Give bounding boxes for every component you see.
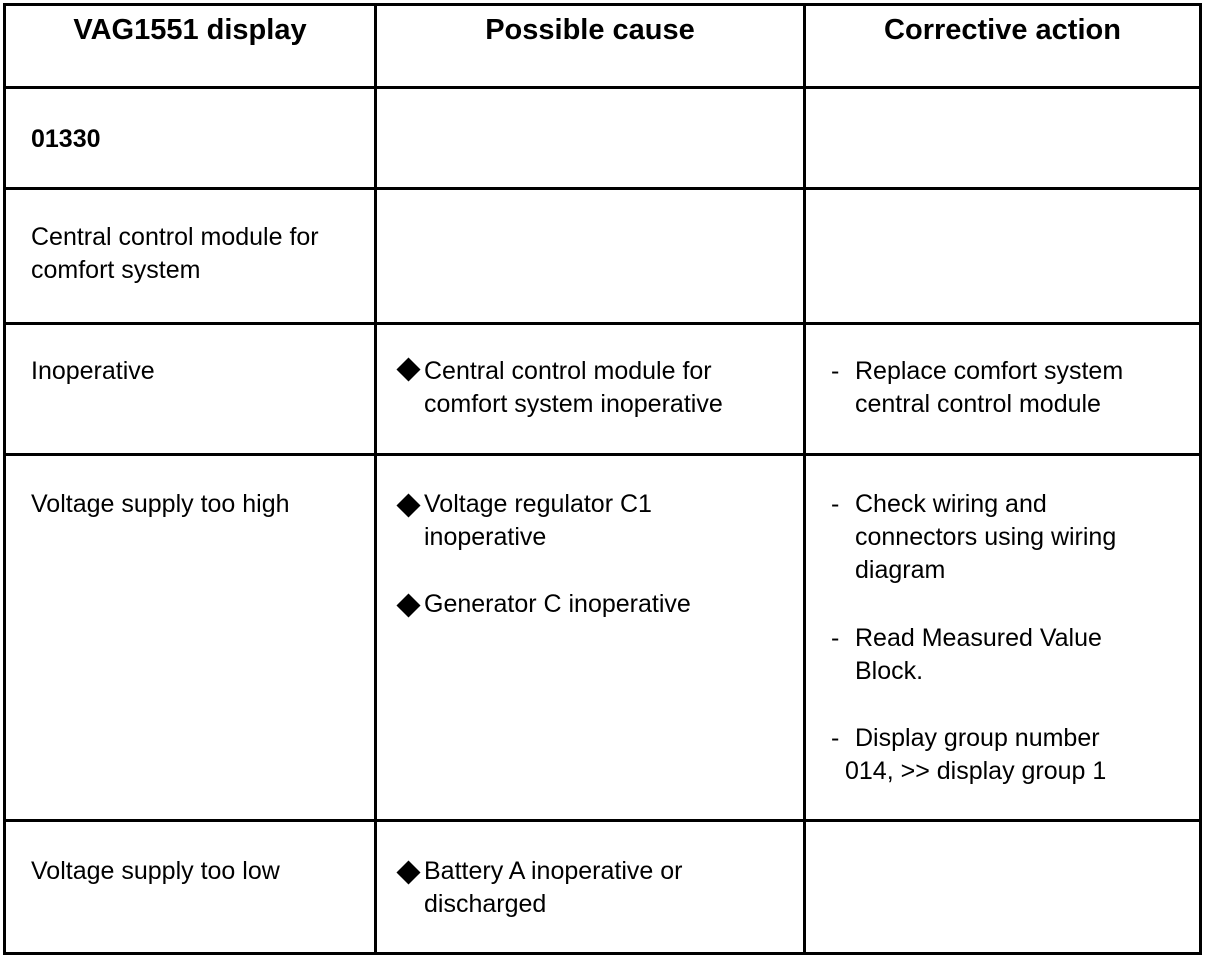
- row-divider: [6, 322, 1199, 325]
- action-line: Display group number: [855, 724, 1100, 752]
- header-vag1551-display: VAG1551 display: [73, 14, 307, 46]
- diamond-bullet-icon: [396, 493, 421, 518]
- fault-voltage-too-high: Voltage supply too high: [31, 490, 290, 518]
- header-possible-cause: Possible cause: [485, 14, 695, 46]
- row-divider: [6, 453, 1199, 456]
- row-divider: [6, 86, 1199, 89]
- dash-bullet: -: [831, 624, 840, 652]
- action-line: Check wiring and: [855, 490, 1047, 518]
- action-line: Read Measured Value: [855, 624, 1102, 652]
- row-divider: [6, 187, 1199, 190]
- component-name-line: comfort system: [31, 256, 201, 284]
- dash-bullet: -: [831, 490, 840, 518]
- component-name: Central control module for comfort syste…: [31, 221, 319, 287]
- cause-line: Battery A inoperative or: [424, 857, 683, 885]
- cause-line: Central control module for: [424, 357, 712, 385]
- fault-voltage-too-low: Voltage supply too low: [31, 857, 280, 885]
- dash-bullet: -: [831, 724, 840, 752]
- row-divider: [6, 819, 1199, 822]
- column-divider: [374, 6, 377, 952]
- action-line: central control module: [855, 390, 1101, 418]
- action-line: Replace comfort system: [855, 357, 1124, 385]
- dash-bullet: -: [831, 357, 840, 385]
- cause-line: inoperative: [424, 523, 547, 551]
- action-line: Block.: [855, 657, 924, 685]
- fault-code: 01330: [31, 125, 101, 153]
- action-line: diagram: [855, 556, 946, 584]
- cause-line: Voltage regulator C1: [424, 490, 652, 518]
- diagnostic-table: VAG1551 display Possible cause Correctiv…: [3, 3, 1202, 955]
- cause-line: comfort system inoperative: [424, 390, 723, 418]
- fault-inoperative: Inoperative: [31, 357, 155, 385]
- header-corrective-action: Corrective action: [884, 14, 1121, 46]
- diamond-bullet-icon: [396, 860, 421, 885]
- action-line: 014, >> display group 1: [845, 757, 1107, 785]
- diamond-bullet-icon: [396, 357, 421, 382]
- column-divider: [803, 6, 806, 952]
- action-line: connectors using wiring: [855, 523, 1117, 551]
- cause-line: discharged: [424, 890, 547, 918]
- component-name-line: Central control module for: [31, 223, 319, 251]
- cause-line: Generator C inoperative: [424, 590, 691, 618]
- diamond-bullet-icon: [396, 593, 421, 618]
